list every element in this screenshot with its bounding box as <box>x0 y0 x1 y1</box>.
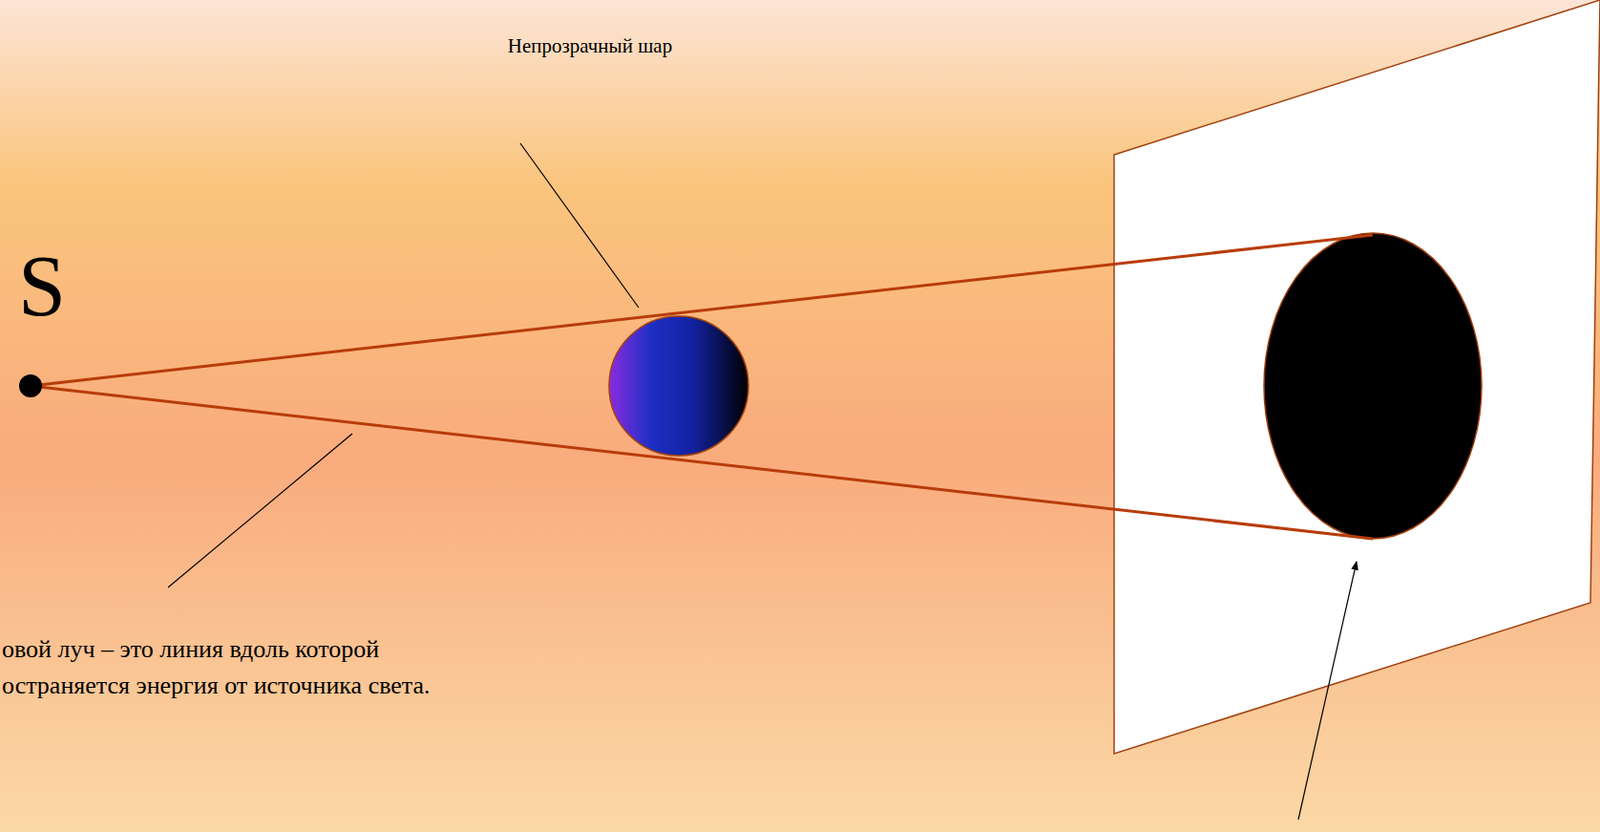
shadow <box>1263 232 1482 539</box>
leader-line <box>168 433 353 588</box>
note-text: овой луч – это линия вдоль которой <box>1 634 379 664</box>
screen <box>1114 0 1600 754</box>
note-text: остраняется энергия от источника света. <box>1 671 431 700</box>
source-letter: S <box>18 236 66 337</box>
opaque-ball <box>609 315 749 456</box>
part-name: Непрозрачный шар <box>507 34 673 58</box>
leader-line <box>1298 561 1357 820</box>
leader-line <box>520 143 639 308</box>
light-source <box>19 374 43 398</box>
